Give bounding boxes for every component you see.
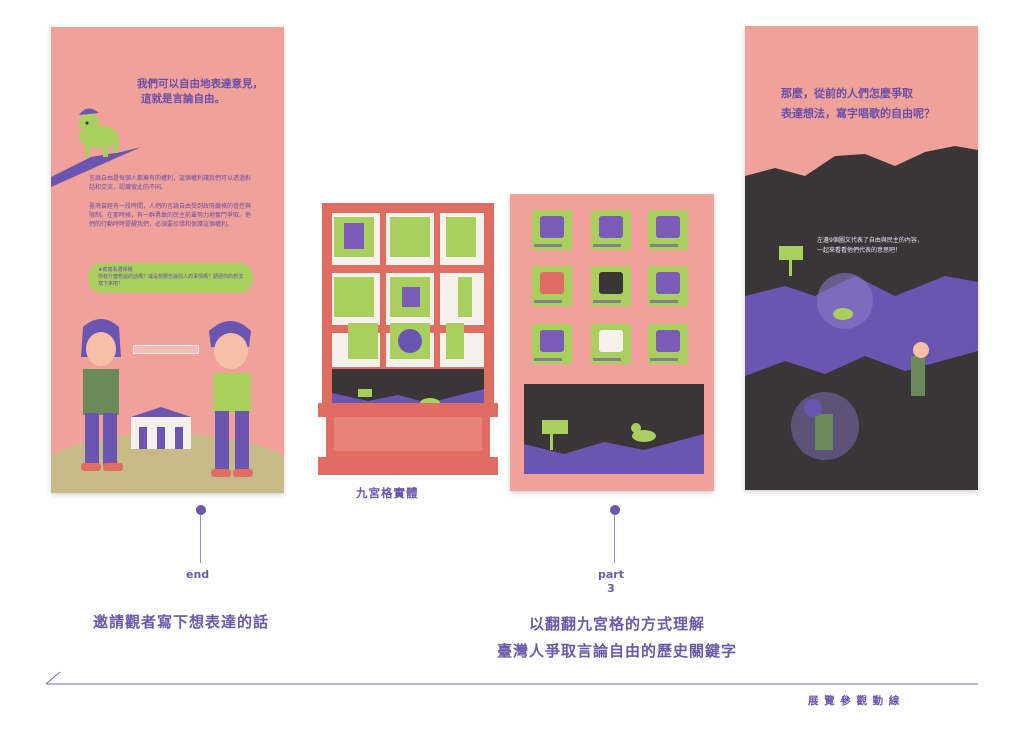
mountain-scene bbox=[524, 384, 704, 474]
speech-bubble: ★寫寫看選擇題 你有什麼想說的話嗎？或是想要告訴別人的事情嗎？請把你的想法寫下來… bbox=[88, 263, 253, 293]
timeline-stem-end bbox=[200, 515, 201, 563]
grid-cabinet bbox=[318, 203, 498, 475]
physical-grid-display bbox=[318, 203, 498, 475]
grid-tile-5[interactable] bbox=[591, 266, 631, 306]
panel-part3-poster bbox=[510, 194, 714, 491]
timeline-dot-part3 bbox=[610, 505, 620, 515]
step-part3-description: 以翻翻九宮格的方式理解 臺灣人爭取言論自由的歷史關鍵字 bbox=[496, 615, 737, 660]
timeline-stem-part3 bbox=[614, 515, 615, 563]
panel1-paragraph-2: 臺灣曾經有一段時間，人們的言論自由受到政府嚴格的管控與限制。在那時候，有一群勇敢… bbox=[89, 203, 252, 228]
question-text: 那麼，從前的人們怎麼爭取 表達想法，寫字唱歌的自由呢？ bbox=[781, 87, 935, 120]
rock-climbing-scene bbox=[745, 146, 978, 490]
hint-text: 左邊9個圖文代表了自由與民主的內容， 一起來看看他們代表的意思吧！ bbox=[817, 237, 923, 254]
boy-character bbox=[209, 321, 253, 477]
step-part3-tag: part 3 bbox=[598, 568, 624, 595]
grid-tile-3[interactable] bbox=[648, 210, 688, 250]
physical-grid-label: 九宮格實體 bbox=[356, 486, 419, 500]
grid-tile-4[interactable] bbox=[532, 266, 572, 306]
girl-character bbox=[81, 319, 123, 471]
bubble-text: 你有什麼想說的話嗎？或是想要告訴別人的事情嗎？請把你的想法寫下來吧！ bbox=[98, 274, 244, 287]
writing-blank-field[interactable] bbox=[133, 345, 199, 354]
panel1-headline: 我們可以自由地表達意見， 這就是言論自由。 bbox=[137, 78, 263, 105]
timeline-dot-end bbox=[196, 505, 206, 515]
step-end-description: 邀請觀者寫下想表達的話 bbox=[93, 613, 270, 631]
panel-question-poster: 那麼，從前的人們怎麼爭取 表達想法，寫字唱歌的自由呢？ 左邊9個圖文代表了自由與… bbox=[745, 26, 978, 490]
panel1-paragraph-1: 言論自由是每個人都擁有的權利，這個權利讓我們可以透過對話和交流，認識彼此的不同。 bbox=[89, 175, 252, 191]
grid-tile-2[interactable] bbox=[591, 210, 631, 250]
footer-caption: 展 覽 參 觀 動 線 bbox=[808, 695, 901, 707]
panel-end-poster: 我們可以自由地表達意見， 這就是言論自由。 言論自由是每個人都擁有的權利，這個權… bbox=[51, 27, 284, 493]
grid-tile-9[interactable] bbox=[648, 324, 688, 364]
grid-tile-8[interactable] bbox=[591, 324, 631, 364]
step-end-tag: end bbox=[186, 568, 210, 581]
grid-tile-6[interactable] bbox=[648, 266, 688, 306]
timeline-baseline bbox=[45, 671, 978, 685]
grid-tile-7[interactable] bbox=[532, 324, 572, 364]
bubble-title: ★寫寫看選擇題 bbox=[98, 267, 133, 273]
dog-illustration bbox=[51, 108, 141, 187]
grid-tile-1[interactable] bbox=[532, 210, 572, 250]
